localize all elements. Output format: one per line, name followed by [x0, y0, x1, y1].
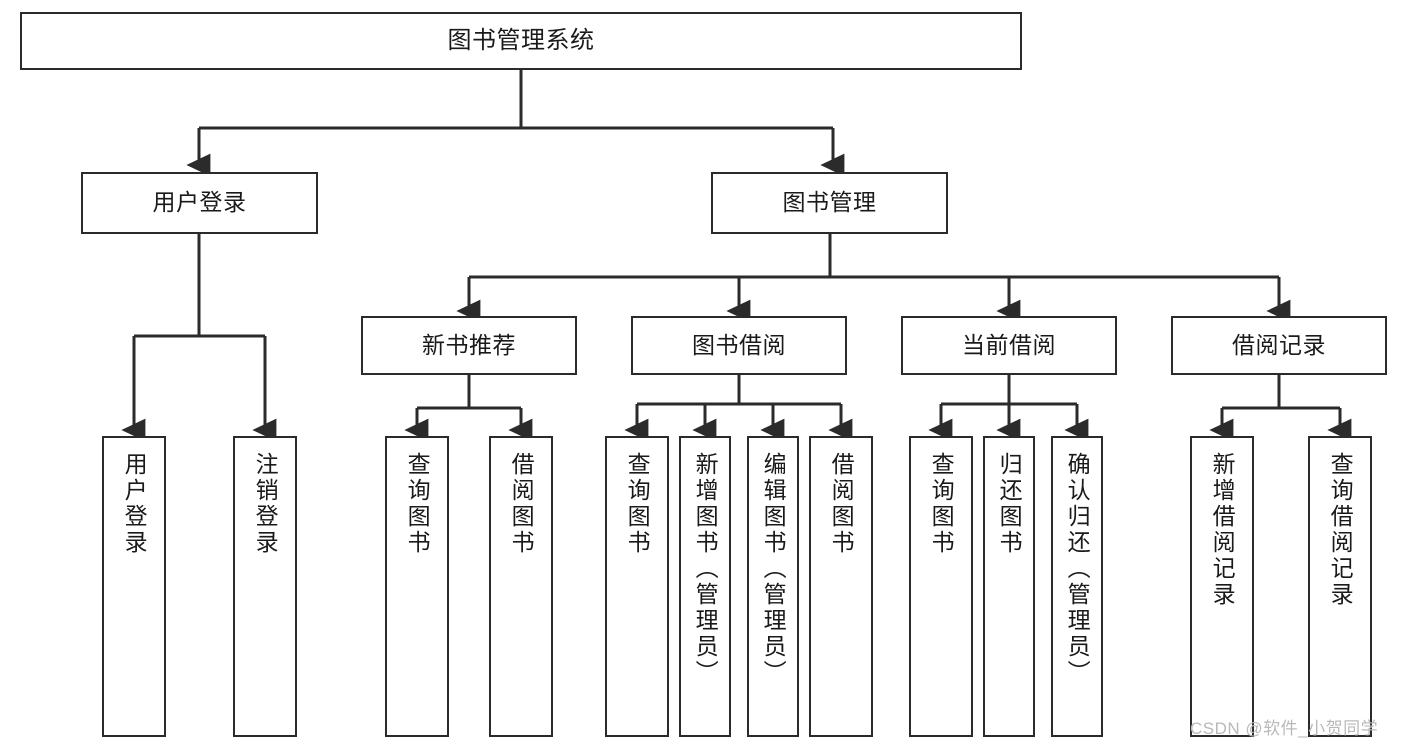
leaf-borrow-query-book[interactable]: 查询图书 — [605, 436, 669, 737]
node-label: 借阅图书 — [508, 452, 535, 556]
node-label: 借阅图书 — [828, 452, 855, 556]
node-label: 查询借阅记录 — [1327, 452, 1354, 608]
node-label: 用户登录 — [152, 189, 247, 216]
leaf-current-confirm-return-admin[interactable]: 确认归还（管理员） — [1051, 436, 1103, 737]
leaf-borrow-add-book-admin[interactable]: 新增图书（管理员） — [679, 436, 731, 737]
leaf-user-login-logout[interactable]: 注销登录 — [233, 436, 297, 737]
leaf-record-query-record[interactable]: 查询借阅记录 — [1308, 436, 1372, 737]
node-label: 借阅记录 — [1232, 331, 1326, 358]
node-label: 图书管理系统 — [447, 26, 595, 54]
node-book-borrow[interactable]: 图书借阅 — [631, 316, 847, 375]
node-new-book-recommend[interactable]: 新书推荐 — [361, 316, 577, 375]
leaf-recommend-borrow-book[interactable]: 借阅图书 — [489, 436, 553, 737]
node-label: 查询图书 — [404, 452, 431, 556]
node-current-borrow[interactable]: 当前借阅 — [901, 316, 1117, 375]
leaf-user-login-login[interactable]: 用户登录 — [102, 436, 166, 737]
node-user-login[interactable]: 用户登录 — [81, 172, 318, 234]
node-label: 图书借阅 — [692, 331, 786, 358]
leaf-borrow-edit-book-admin[interactable]: 编辑图书（管理员） — [747, 436, 799, 737]
node-label: 用户登录 — [121, 452, 148, 556]
node-label: 编辑图书（管理员） — [760, 452, 787, 686]
node-label: 新增借阅记录 — [1209, 452, 1236, 608]
leaf-recommend-query-book[interactable]: 查询图书 — [385, 436, 449, 737]
node-label: 归还图书 — [996, 452, 1023, 556]
leaf-current-return-book[interactable]: 归还图书 — [983, 436, 1035, 737]
leaf-record-add-record[interactable]: 新增借阅记录 — [1190, 436, 1254, 737]
node-book-management[interactable]: 图书管理 — [711, 172, 948, 234]
node-root-system[interactable]: 图书管理系统 — [20, 12, 1022, 70]
node-label: 新书推荐 — [422, 331, 516, 358]
leaf-current-query-book[interactable]: 查询图书 — [909, 436, 973, 737]
node-label: 确认归还（管理员） — [1064, 452, 1091, 686]
node-label: 查询图书 — [624, 452, 651, 556]
node-borrow-record[interactable]: 借阅记录 — [1171, 316, 1387, 375]
node-label: 当前借阅 — [962, 331, 1056, 358]
node-label: 注销登录 — [252, 452, 279, 556]
csdn-watermark: CSDN @软件_小贺同学 — [1190, 719, 1379, 738]
node-label: 查询图书 — [928, 452, 955, 556]
leaf-borrow-borrow-book[interactable]: 借阅图书 — [809, 436, 873, 737]
node-label: 图书管理 — [782, 189, 877, 216]
node-label: 新增图书（管理员） — [692, 452, 719, 686]
